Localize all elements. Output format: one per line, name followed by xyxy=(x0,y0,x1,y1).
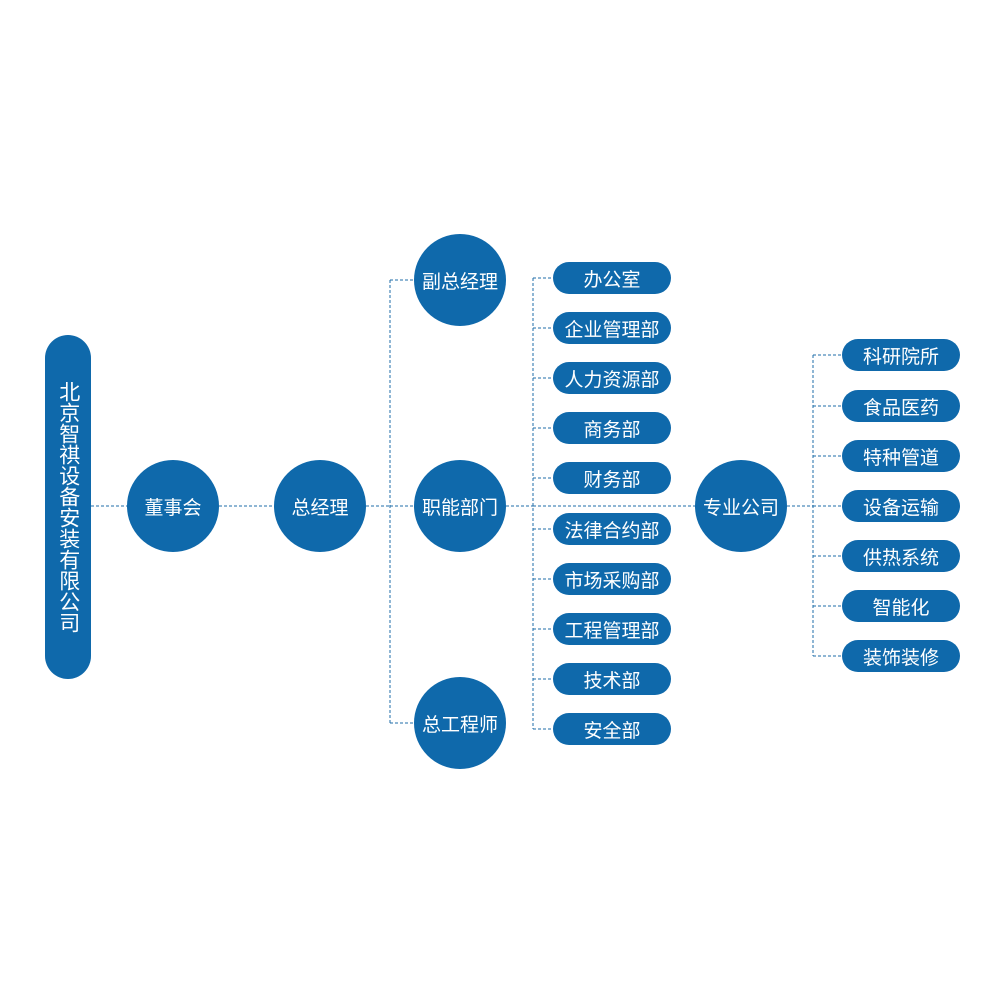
department-item: 工程管理部 xyxy=(553,613,671,645)
specialty-label: 科研院所 xyxy=(862,345,939,368)
board-node: 董事会 xyxy=(127,460,219,552)
department-item: 企业管理部 xyxy=(553,312,671,344)
professional-companies-label: 专业公司 xyxy=(702,496,779,519)
company-name: 北京智祺设备安装有限公司 xyxy=(56,381,81,633)
department-label: 安全部 xyxy=(583,719,641,742)
specialty-label: 装饰装修 xyxy=(862,646,939,669)
functional-departments-node: 职能部门 xyxy=(414,460,506,552)
department-item: 人力资源部 xyxy=(553,362,671,394)
professional-companies-node: 专业公司 xyxy=(695,460,787,552)
deputy-general-manager-label: 副总经理 xyxy=(421,270,498,293)
specialty-label: 食品医药 xyxy=(862,396,939,419)
department-label: 办公室 xyxy=(583,268,641,291)
department-label: 市场采购部 xyxy=(564,569,660,592)
department-item: 安全部 xyxy=(553,713,671,745)
department-label: 技术部 xyxy=(583,669,641,692)
specialty-item: 装饰装修 xyxy=(842,640,960,672)
department-label: 企业管理部 xyxy=(564,318,660,341)
general-manager-node: 总经理 xyxy=(274,460,366,552)
department-label: 商务部 xyxy=(583,418,641,441)
specialty-item: 特种管道 xyxy=(842,440,960,472)
specialty-label: 设备运输 xyxy=(862,496,939,519)
department-item: 技术部 xyxy=(553,663,671,695)
company-name-box: 北京智祺设备安装有限公司 xyxy=(45,335,91,679)
general-manager-label: 总经理 xyxy=(291,496,349,519)
specialty-label: 智能化 xyxy=(872,596,930,619)
specialty-label: 特种管道 xyxy=(862,446,939,469)
chief-engineer-label: 总工程师 xyxy=(421,713,498,736)
specialty-label: 供热系统 xyxy=(862,546,939,569)
specialty-item: 供热系统 xyxy=(842,540,960,572)
department-item: 办公室 xyxy=(553,262,671,294)
chief-engineer-node: 总工程师 xyxy=(414,677,506,769)
department-label: 人力资源部 xyxy=(564,368,660,391)
board-label: 董事会 xyxy=(144,496,202,519)
department-label: 工程管理部 xyxy=(564,619,660,642)
specialty-item: 设备运输 xyxy=(842,490,960,522)
department-item: 法律合约部 xyxy=(553,513,671,545)
department-label: 法律合约部 xyxy=(564,519,660,542)
department-label: 财务部 xyxy=(583,468,641,491)
functional-departments-label: 职能部门 xyxy=(421,496,498,519)
specialty-item: 食品医药 xyxy=(842,390,960,422)
department-item: 市场采购部 xyxy=(553,563,671,595)
department-item: 财务部 xyxy=(553,462,671,494)
specialty-item: 科研院所 xyxy=(842,339,960,371)
specialty-item: 智能化 xyxy=(842,590,960,622)
deputy-general-manager-node: 副总经理 xyxy=(414,234,506,326)
department-item: 商务部 xyxy=(553,412,671,444)
